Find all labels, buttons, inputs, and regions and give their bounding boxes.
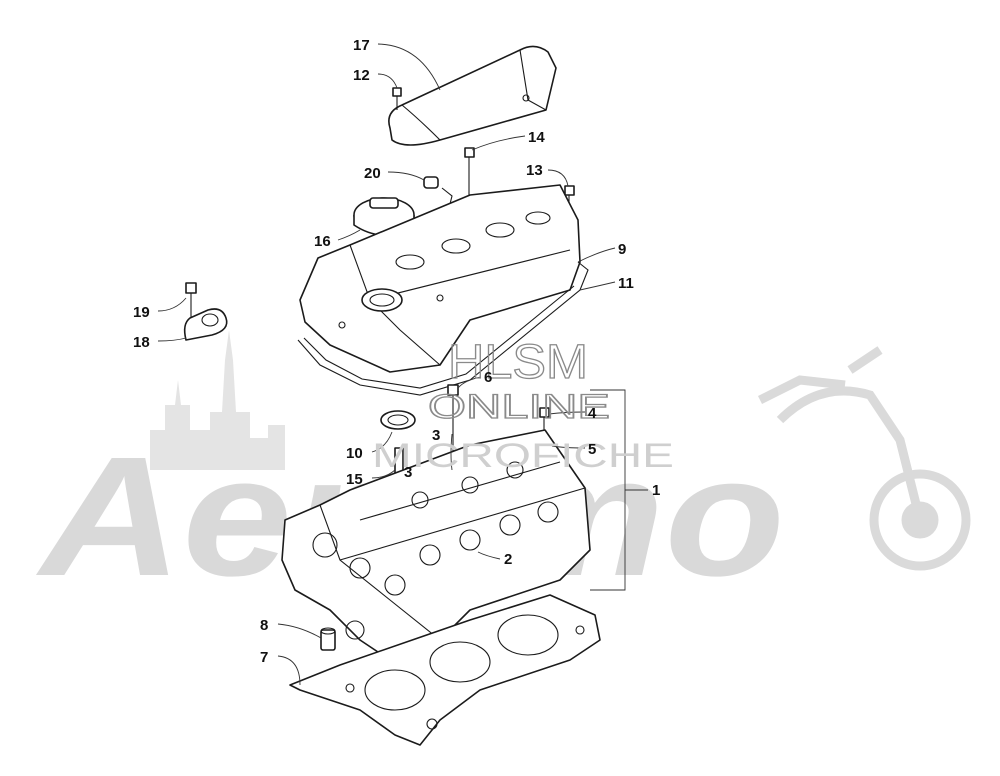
leader-lines (157, 43, 648, 686)
callout-4: 4 (588, 405, 597, 422)
connector-20 (423, 176, 453, 205)
parts-line-art (183, 45, 626, 746)
bolt-19 (185, 282, 197, 318)
callout-8: 8 (260, 617, 268, 634)
callout-20: 20 (364, 165, 381, 182)
callout-7: 7 (260, 649, 268, 666)
watermark-microfiche: MICROFICHE (372, 437, 674, 475)
callout-14: 14 (528, 129, 545, 146)
callout-16: 16 (314, 233, 331, 250)
bolt-14 (464, 147, 475, 200)
watermark-skyline (150, 330, 285, 470)
watermark-motorcycle (757, 346, 971, 571)
valve-cover (299, 184, 581, 373)
watermark-hlsm: HLSM (448, 336, 588, 389)
callout-17: 17 (353, 37, 370, 54)
callout-2: 2 (504, 551, 512, 568)
cylinder-head (281, 429, 591, 681)
callout-9: 9 (618, 241, 626, 258)
clamp-18 (183, 308, 228, 341)
seal-10 (380, 410, 416, 430)
callout-3a: 3 (432, 427, 440, 444)
callout-10: 10 (346, 445, 363, 462)
callout-1: 1 (652, 482, 660, 499)
callout-15: 15 (346, 471, 363, 488)
head-gasket (289, 594, 601, 746)
valve-cover-gasket (297, 261, 589, 396)
callout-12: 12 (353, 67, 370, 84)
dowel-8 (320, 627, 336, 651)
callout-13: 13 (526, 162, 543, 179)
callout-5: 5 (588, 441, 596, 458)
callout-labels: 17 12 14 13 20 16 9 11 19 18 6 4 3 10 5 … (133, 37, 660, 666)
callout-11: 11 (618, 275, 634, 292)
callout-18: 18 (133, 334, 150, 351)
air-duct-cover (388, 45, 557, 146)
callout-6: 6 (484, 369, 492, 386)
watermark-overlay: HLSM ONLINE MICROFICHE (372, 335, 674, 475)
callout-19: 19 (133, 304, 150, 321)
watermark-online: ONLINE (428, 388, 610, 426)
callout-3b: 3 (404, 464, 412, 481)
